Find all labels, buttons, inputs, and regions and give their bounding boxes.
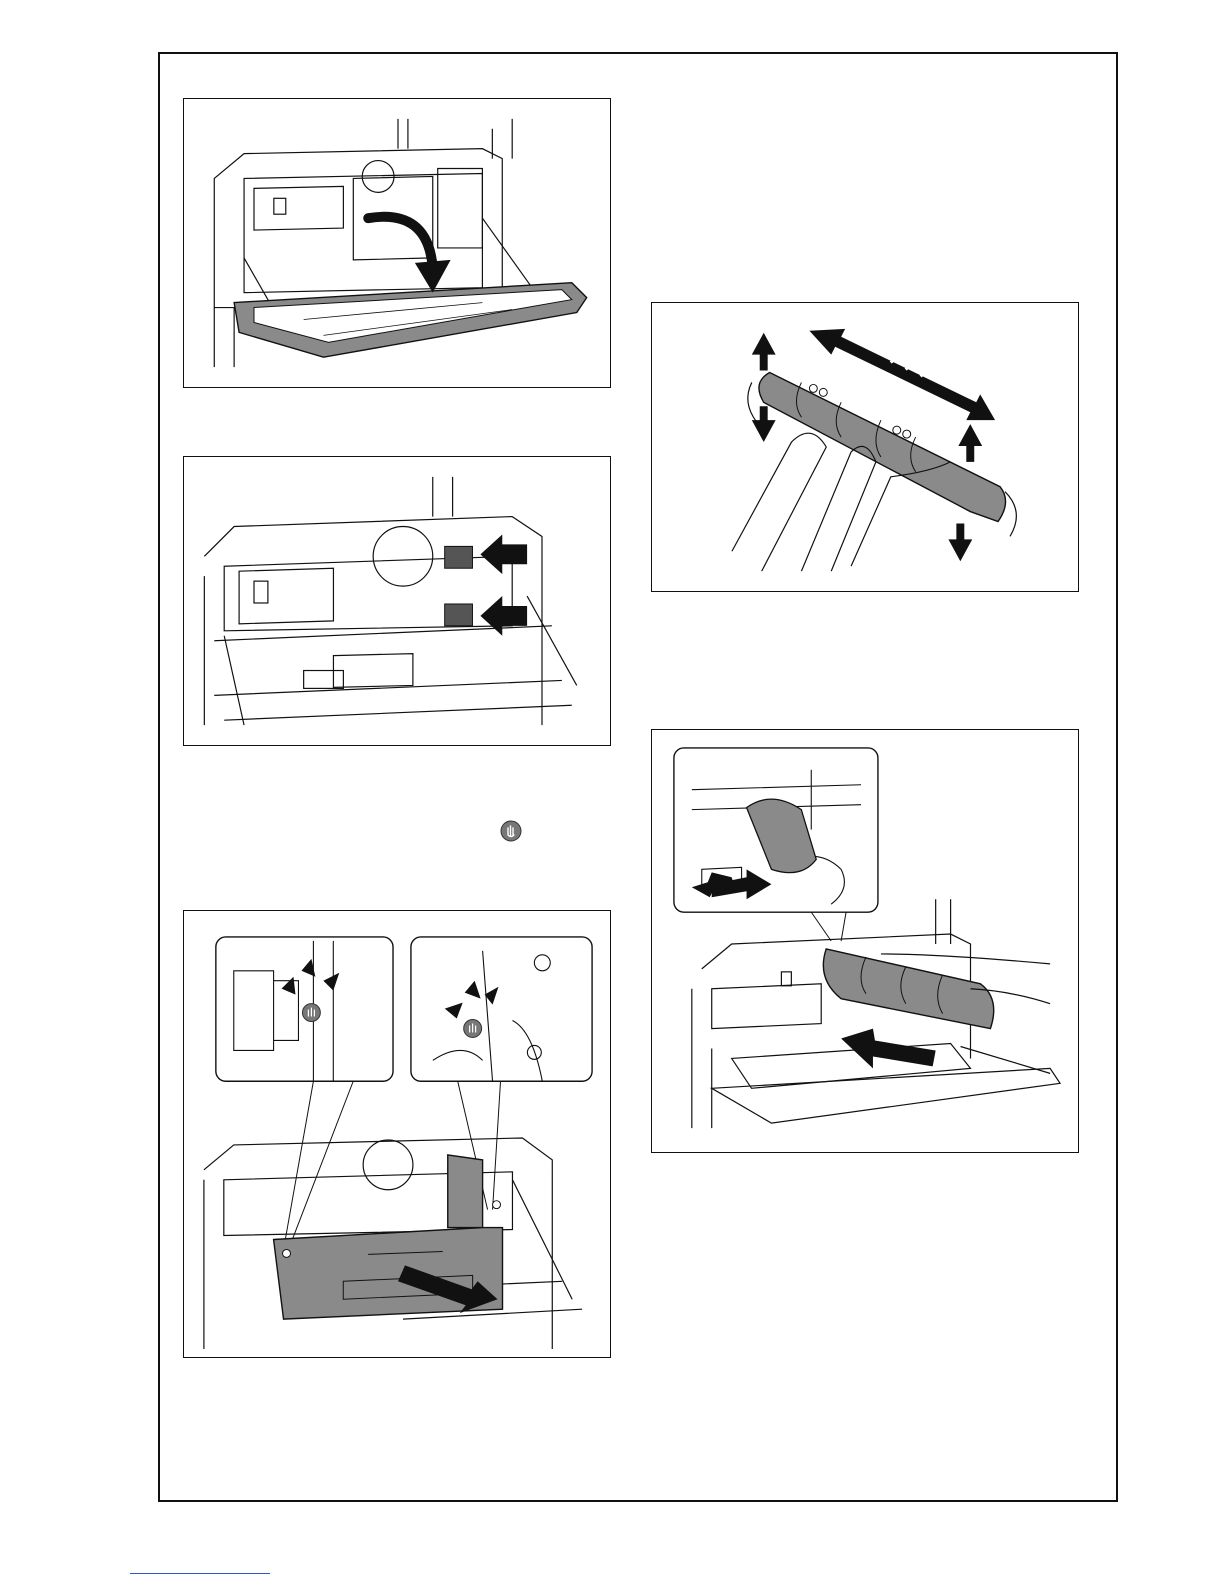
click-icon (302, 1004, 320, 1022)
shake-toner-cartridge-illustration (651, 302, 1079, 592)
insert-waste-toner-box-illustration (183, 910, 611, 1358)
insert-toner-cartridge-illustration (651, 729, 1079, 1153)
open-front-door-illustration (183, 98, 611, 388)
footer-link-underline[interactable] (130, 1573, 270, 1574)
click-icon (464, 1020, 482, 1038)
click-icon (500, 820, 522, 842)
release-waste-toner-levers-illustration (183, 456, 611, 746)
